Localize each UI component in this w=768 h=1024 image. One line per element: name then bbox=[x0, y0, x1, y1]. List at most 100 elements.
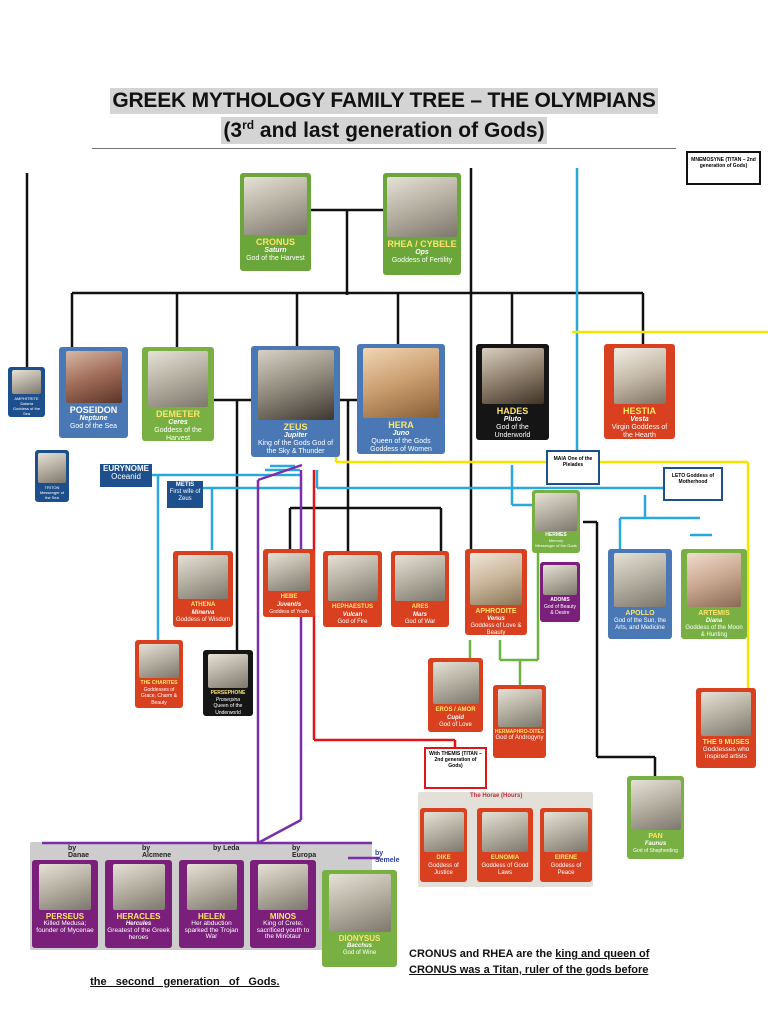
bottom-text-right-line2-underlined: CRONUS was a Titan, ruler of the gods be… bbox=[409, 964, 649, 976]
bottom-text-left-line: the second generation of Gods. bbox=[84, 964, 314, 988]
card-hermes: HERMES Mercury Messenger of the Gods bbox=[532, 490, 580, 553]
ares-name: ARES bbox=[411, 604, 429, 610]
minos-desc: King of Crete; sacrificed youth to the M… bbox=[256, 920, 310, 940]
demeter-name: DEMETER bbox=[155, 409, 200, 419]
eros-name: EROS / AMOR bbox=[435, 707, 476, 713]
cronus-name: CRONUS bbox=[255, 237, 295, 247]
hephaestus-name: HEPHAESTUS bbox=[331, 604, 373, 610]
artemis-roman: Diana bbox=[705, 618, 723, 624]
hera-name: HERA bbox=[388, 420, 414, 430]
triton-desc: Messenger of the Sea bbox=[39, 490, 65, 500]
card-hades: HADES Pluto God of the Underworld bbox=[476, 344, 549, 440]
demeter-roman: Ceres bbox=[168, 419, 188, 426]
eirene-desc: Goddess of Peace bbox=[550, 863, 582, 876]
card-persephone: PERSEPHONE Proserpina Queen of the Under… bbox=[203, 650, 253, 716]
hermes-name: HERMES bbox=[545, 532, 567, 538]
card-hera: HERA Juno Queen of the Gods Goddess of W… bbox=[357, 344, 445, 454]
perseus-name: PERSEUS bbox=[45, 912, 85, 921]
eunomia-photo bbox=[482, 812, 528, 852]
poseidon-roman: Neptune bbox=[79, 415, 108, 422]
perseus-desc: Killed Medusa; founder of Mycenae bbox=[36, 920, 94, 934]
heracles-desc: Greatest of the Greek heroes bbox=[107, 927, 170, 941]
rhea-desc: Goddess of Fertility bbox=[391, 257, 453, 264]
dionysus-photo bbox=[328, 874, 391, 932]
themis-note: With THEMIS (TITAN – 2nd generation of G… bbox=[424, 747, 487, 789]
hestia-roman: Vesta bbox=[630, 416, 649, 423]
poseidon-photo bbox=[65, 351, 122, 403]
hestia-name: HESTIA bbox=[622, 406, 656, 416]
demeter-desc: Goddess of the Harvest bbox=[154, 427, 202, 441]
leto-note: LETO Goddess of Motherhood bbox=[663, 467, 723, 501]
dionysus-roman: Bacchus bbox=[346, 943, 372, 949]
artemis-name: ARTEMIS bbox=[698, 610, 730, 617]
card-pan: PAN Faunus God of Shepherding bbox=[627, 776, 684, 859]
aphrodite-roman: Venus bbox=[487, 616, 505, 622]
bottom-text-left-underlined: the second generation of Gods. bbox=[90, 976, 280, 988]
hebe-photo bbox=[268, 553, 310, 591]
muses-photo bbox=[701, 692, 751, 736]
apollo-photo bbox=[614, 553, 666, 607]
hermes-desc: Messenger of the Gods bbox=[535, 543, 577, 548]
maia-note: MAIA One of the Pleiades bbox=[546, 450, 600, 485]
ares-roman: Mars bbox=[412, 612, 427, 618]
adonis-name: ADONIS bbox=[550, 597, 570, 603]
black-connectors bbox=[25, 168, 657, 778]
aphrodite-name: APHRODITE bbox=[475, 608, 517, 615]
subtitle-pre: (3 bbox=[223, 119, 243, 142]
eurynome-name: EURYNOME bbox=[103, 464, 149, 473]
hermes-photo bbox=[535, 493, 577, 531]
by-semele-label: by Semele bbox=[375, 850, 400, 864]
cronus-photo bbox=[244, 177, 307, 235]
athena-roman: Minerva bbox=[191, 610, 215, 616]
heracles-roman: Hercules bbox=[125, 921, 152, 927]
dike-desc: Goddess of Justice bbox=[428, 863, 459, 876]
bottom-text-right-line1-pre: CRONUS and RHEA are the bbox=[409, 948, 556, 960]
rhea-roman: Ops bbox=[415, 249, 429, 256]
card-poseidon: POSEIDON Neptune God of the Sea bbox=[59, 347, 128, 438]
card-dionysus: DIONYSUS Bacchus God of Wine bbox=[322, 870, 397, 967]
heracles-name: HERACLES bbox=[116, 912, 161, 921]
cronus-roman: Saturn bbox=[264, 247, 287, 254]
ares-photo bbox=[395, 555, 445, 601]
subtitle-post: and last generation of Gods) bbox=[254, 119, 545, 142]
hestia-photo bbox=[613, 348, 666, 404]
hermaphrodites-name: HERMAPHRO-DITES bbox=[494, 729, 545, 735]
hermaphrodites-photo bbox=[497, 689, 542, 727]
card-hermaphrodites: HERMAPHRO-DITES God of Androgyny bbox=[493, 685, 546, 758]
hermaphrodites-desc: God of Androgyny bbox=[495, 735, 544, 741]
card-athena: ATHENA Minerva Goddess of Wisdom bbox=[173, 551, 233, 627]
card-eunomia: EUNOMIA Goddess of Good Laws bbox=[477, 808, 533, 882]
zeus-name: ZEUS bbox=[283, 422, 308, 432]
charites-name: THE CHARITES bbox=[140, 680, 178, 686]
hera-desc: Queen of the Gods Goddess of Women bbox=[370, 438, 432, 453]
eurynome-label: EURYNOME Oceanid bbox=[100, 464, 152, 487]
hephaestus-photo bbox=[327, 555, 378, 601]
persephone-photo bbox=[208, 654, 248, 688]
yellow-connectors bbox=[334, 330, 768, 688]
card-muses: THE 9 MUSES Goddesses who inspired artis… bbox=[696, 688, 756, 768]
card-zeus: ZEUS Jupiter King of the Gods God of the… bbox=[251, 346, 340, 457]
card-hestia: HESTIA Vesta Virgin Goddess of the Heart… bbox=[604, 344, 675, 439]
cronus-desc: God of the Harvest bbox=[246, 255, 305, 262]
persephone-roman: Proserpina bbox=[215, 696, 241, 703]
eros-roman: Cupid bbox=[447, 715, 464, 721]
pan-name: PAN bbox=[648, 833, 663, 840]
hebe-name: HEBE bbox=[280, 594, 298, 600]
minos-name: MINOS bbox=[269, 912, 297, 921]
ares-desc: God of War bbox=[404, 619, 436, 625]
hera-roman: Juno bbox=[392, 430, 410, 437]
card-aphrodite: APHRODITE Venus Goddess of Love & Beauty bbox=[465, 549, 527, 635]
eirene-name: EIRENE bbox=[554, 855, 578, 861]
by-danae-label: by Danae bbox=[68, 845, 90, 859]
by-leda-label: by Leda bbox=[213, 845, 240, 852]
dionysus-desc: God of Wine bbox=[342, 950, 377, 956]
pan-photo bbox=[630, 780, 681, 830]
eunomia-desc: Goddess of Good Laws bbox=[481, 863, 529, 876]
persephone-desc: Queen of the Underworld bbox=[213, 703, 243, 716]
aphrodite-photo bbox=[470, 553, 522, 605]
eurynome-sub: Oceanid bbox=[111, 472, 141, 481]
card-adonis: ADONIS God of Beauty & Desire bbox=[540, 562, 580, 622]
card-eros: EROS / AMOR Cupid God of Love bbox=[428, 658, 483, 732]
hephaestus-roman: Vulcan bbox=[342, 612, 363, 618]
adonis-photo bbox=[543, 565, 577, 595]
